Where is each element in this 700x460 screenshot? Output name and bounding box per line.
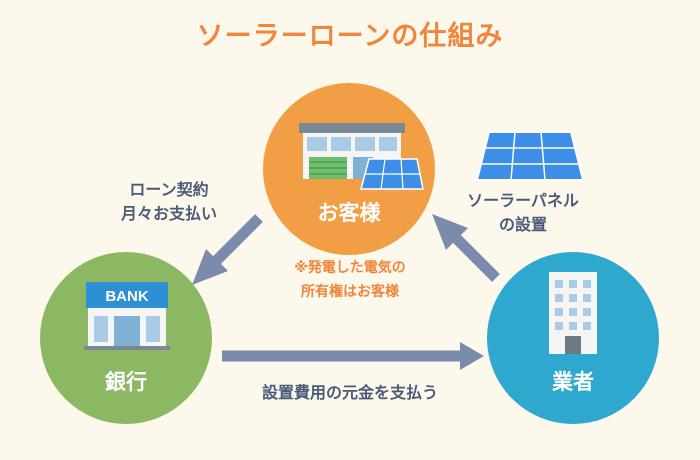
node-bank: BANK 銀行 (40, 252, 212, 424)
node-vendor: 業者 (487, 252, 659, 424)
bank-building-icon: BANK (84, 282, 170, 350)
solar-panel-icon (475, 131, 585, 181)
diagram-title: ソーラーローンの仕組み (196, 21, 504, 52)
label-loan-contract: ローン契約 (129, 180, 209, 199)
ownership-note-line-1: ※発電した電気の (294, 260, 406, 276)
ownership-note: ※発電した電気の 所有権はお客様 (262, 256, 438, 304)
label-vendor-to-customer: ソーラーパネル の設置 (448, 189, 598, 237)
label-monthly-payment: 月々お支払い (120, 204, 217, 223)
label-solar-panel: ソーラーパネル (467, 191, 579, 210)
arrow-customer-to-bank (192, 214, 263, 285)
arrow-vendor-to-customer (432, 214, 500, 282)
bank-label: 銀行 (105, 370, 147, 394)
office-building-icon (549, 272, 597, 354)
vendor-label: 業者 (552, 370, 594, 394)
label-customer-to-bank: ローン契約 月々お支払い (104, 178, 234, 226)
small-solar-panel-icon (360, 158, 424, 190)
bank-sign-text: BANK (105, 288, 148, 305)
label-installation: の設置 (498, 215, 547, 234)
arrow-bank-to-vendor (222, 342, 484, 370)
node-customer: お客様 (263, 83, 435, 255)
ownership-note-line-2: 所有権はお客様 (301, 284, 399, 300)
label-bank-to-vendor: 設置費用の元金を支払う (261, 383, 438, 402)
customer-label: お客様 (317, 201, 381, 225)
